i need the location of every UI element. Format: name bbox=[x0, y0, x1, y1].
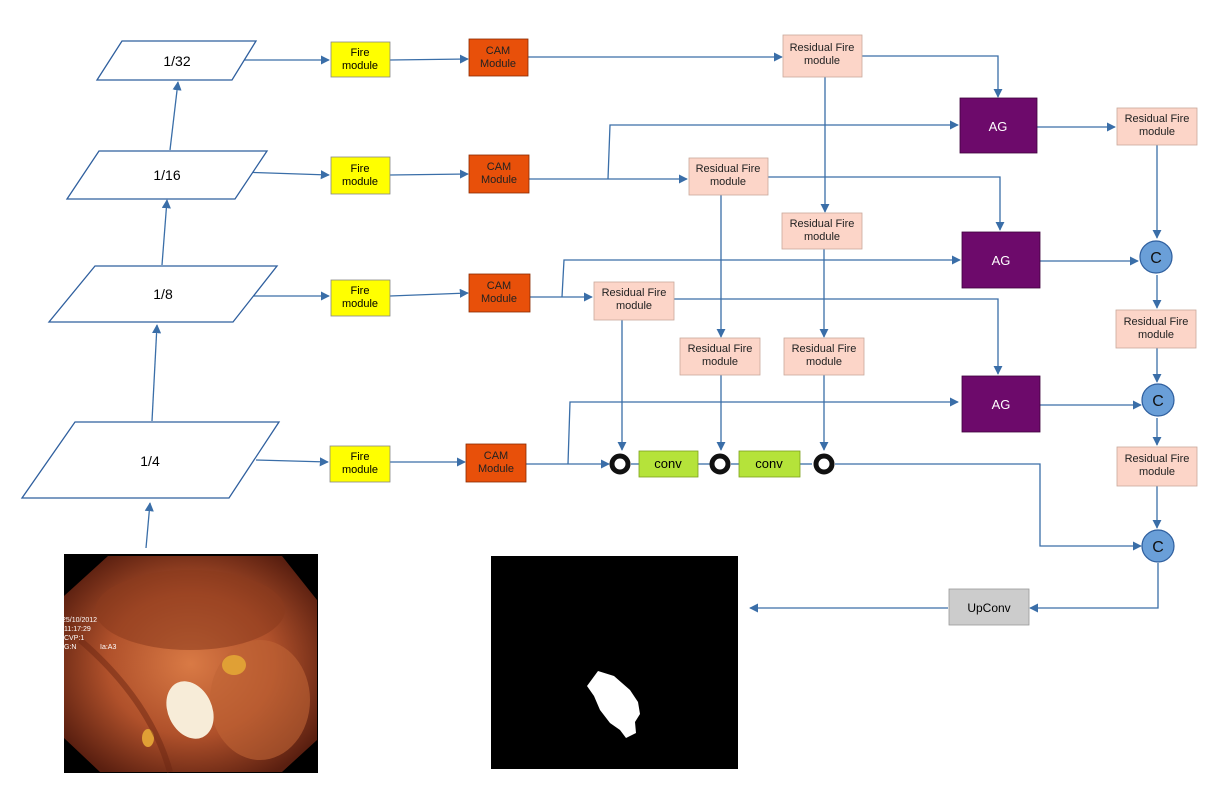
attention-gate-3: AG bbox=[961, 375, 1041, 433]
residual-fire-module-right-2: Residual Fire module bbox=[1115, 309, 1197, 349]
residual-fire-module-top: Residual Fire module bbox=[782, 34, 863, 78]
cam-module-4: CAM Module bbox=[465, 443, 527, 483]
attention-gates: AG AG AG bbox=[959, 97, 1041, 433]
overlay-time: 11:17:29 bbox=[64, 626, 91, 633]
concat-label: C bbox=[1150, 250, 1162, 267]
pyramid-label-16: 1/16 bbox=[153, 167, 180, 183]
upconv-label: UpConv bbox=[967, 601, 1010, 615]
conv-label: conv bbox=[654, 456, 682, 471]
upconv-block: UpConv bbox=[948, 588, 1030, 626]
residual-label-line1: Residual Fire bbox=[696, 163, 761, 175]
residual-label-line2: module bbox=[1139, 466, 1175, 478]
residual-label-line1: Residual Fire bbox=[1124, 316, 1189, 328]
residual-label-line2: module bbox=[804, 55, 840, 67]
merge-point-2 bbox=[709, 453, 731, 475]
fire-module-16: Fire module bbox=[330, 156, 391, 195]
residual-label-line2: module bbox=[1139, 126, 1175, 138]
merge-point-3 bbox=[813, 453, 835, 475]
cam-label-line2: Module bbox=[480, 58, 516, 70]
residual-fire-module-mid: Residual Fire module bbox=[781, 212, 863, 250]
cam-module-8: CAM Module bbox=[468, 273, 531, 313]
connectors bbox=[144, 52, 1162, 613]
overlay-gn: G:N bbox=[64, 644, 76, 651]
ag-label: AG bbox=[989, 119, 1008, 134]
fire-label-line2: module bbox=[342, 60, 378, 72]
attention-gate-1: AG bbox=[959, 97, 1038, 154]
pyramid-level-32: 1/32 bbox=[95, 40, 258, 81]
cam-label-line1: CAM bbox=[487, 280, 511, 292]
cam-label-line1: CAM bbox=[487, 161, 511, 173]
overlay-ea: Ia:A3 bbox=[100, 644, 116, 651]
residual-label-line1: Residual Fire bbox=[1125, 113, 1190, 125]
ag-label: AG bbox=[992, 397, 1011, 412]
residual-label-line2: module bbox=[710, 176, 746, 188]
fire-label-line2: module bbox=[342, 176, 378, 188]
residual-label-line1: Residual Fire bbox=[790, 42, 855, 54]
input-endoscopy-image: 25/10/2012 11:17:29 CVP:1 G:N Ia:A3 bbox=[62, 554, 318, 773]
fire-label-line1: Fire bbox=[351, 451, 370, 463]
conv-blocks: conv conv bbox=[638, 450, 801, 478]
residual-fire-module-right-1: Residual Fire module bbox=[1116, 107, 1198, 146]
cam-module-16: CAM Module bbox=[468, 154, 530, 194]
residual-label-line1: Residual Fire bbox=[792, 343, 857, 355]
fire-label-line2: module bbox=[342, 464, 378, 476]
residual-fire-module-right-3: Residual Fire module bbox=[1116, 446, 1198, 487]
residual-fire-module-16: Residual Fire module bbox=[688, 157, 769, 196]
residual-fire-modules: Residual Fire module Residual Fire modul… bbox=[593, 34, 1198, 487]
residual-label-line1: Residual Fire bbox=[602, 287, 667, 299]
fire-modules: Fire module Fire module Fire module Fire… bbox=[329, 41, 391, 483]
output-mask-image bbox=[491, 556, 738, 769]
ag-label: AG bbox=[992, 253, 1011, 268]
cam-module-32: CAM Module bbox=[468, 38, 529, 77]
concat-label: C bbox=[1152, 539, 1164, 556]
fire-module-32: Fire module bbox=[330, 41, 391, 78]
fire-label-line1: Fire bbox=[351, 285, 370, 297]
concat-nodes: C C C bbox=[1139, 240, 1175, 563]
residual-label-line2: module bbox=[702, 356, 738, 368]
fire-module-8: Fire module bbox=[330, 279, 391, 317]
attention-gate-2: AG bbox=[961, 231, 1041, 289]
residual-label-line1: Residual Fire bbox=[1125, 453, 1190, 465]
residual-fire-module-low-left: Residual Fire module bbox=[679, 337, 761, 376]
concat-node-1: C bbox=[1139, 240, 1173, 274]
conv-block-2: conv bbox=[738, 450, 801, 478]
pyramid-level-8: 1/8 bbox=[47, 265, 279, 323]
cam-label-line1: CAM bbox=[484, 450, 508, 462]
residual-label-line2: module bbox=[804, 231, 840, 243]
conv-block-1: conv bbox=[638, 450, 699, 478]
cam-label-line2: Module bbox=[481, 293, 517, 305]
residual-fire-module-8: Residual Fire module bbox=[593, 281, 675, 321]
fire-module-4: Fire module bbox=[329, 445, 391, 483]
concat-node-2: C bbox=[1141, 383, 1175, 417]
feature-pyramid: 1/32 1/16 1/8 1/4 bbox=[20, 40, 281, 499]
concat-label: C bbox=[1152, 393, 1164, 410]
conv-label: conv bbox=[755, 456, 783, 471]
merge-points bbox=[609, 453, 835, 475]
residual-label-line2: module bbox=[616, 300, 652, 312]
cam-modules: CAM Module CAM Module CAM Module CAM Mod… bbox=[465, 38, 531, 483]
pyramid-level-16: 1/16 bbox=[65, 150, 269, 200]
pyramid-label-32: 1/32 bbox=[163, 53, 190, 69]
cam-label-line2: Module bbox=[481, 174, 517, 186]
residual-label-line1: Residual Fire bbox=[790, 218, 855, 230]
fire-label-line1: Fire bbox=[351, 47, 370, 59]
residual-label-line2: module bbox=[806, 356, 842, 368]
cam-label-line1: CAM bbox=[486, 45, 510, 57]
residual-label-line1: Residual Fire bbox=[688, 343, 753, 355]
merge-point-1 bbox=[609, 453, 631, 475]
overlay-date: 25/10/2012 bbox=[62, 617, 97, 624]
overlay-cvp: CVP:1 bbox=[64, 635, 84, 642]
fire-label-line1: Fire bbox=[351, 163, 370, 175]
residual-fire-module-low-right: Residual Fire module bbox=[783, 337, 865, 376]
concat-node-3: C bbox=[1141, 529, 1175, 563]
pyramid-label-4: 1/4 bbox=[140, 453, 160, 469]
fire-label-line2: module bbox=[342, 298, 378, 310]
pyramid-label-8: 1/8 bbox=[153, 286, 173, 302]
pyramid-level-4: 1/4 bbox=[20, 421, 281, 499]
residual-label-line2: module bbox=[1138, 329, 1174, 341]
cam-label-line2: Module bbox=[478, 463, 514, 475]
